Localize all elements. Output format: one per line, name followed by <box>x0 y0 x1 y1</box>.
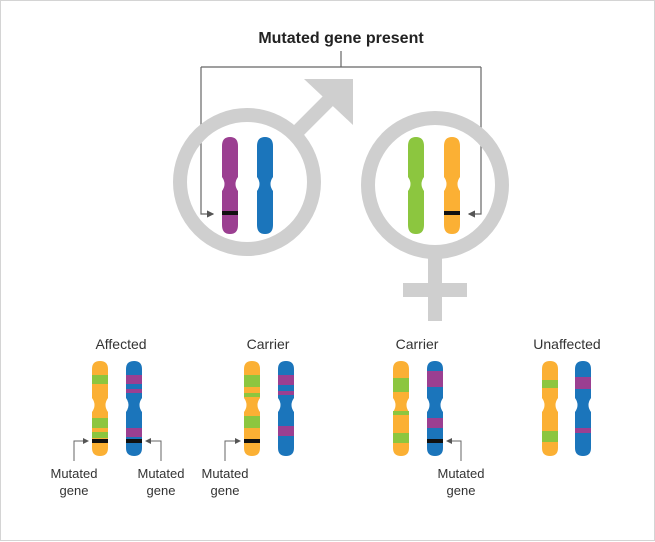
chromosome-blue <box>575 361 591 456</box>
svg-text:gene: gene <box>147 483 176 498</box>
male-symbol <box>173 79 353 256</box>
child-status-3: Carrier <box>396 336 439 352</box>
child-status-2: Carrier <box>247 336 290 352</box>
child-status-1: Affected <box>95 336 146 352</box>
mutation-band <box>444 211 460 215</box>
chromosome-orange <box>542 361 558 456</box>
mutation-band <box>92 439 108 443</box>
parent-bracket <box>200 51 482 218</box>
chromosome-blue <box>257 137 273 234</box>
female-symbol <box>361 111 509 321</box>
mutated-gene-label: Mutated gene <box>202 466 249 498</box>
chromosome-orange <box>393 361 409 456</box>
chromosome-green <box>408 137 424 234</box>
child-unaffected-chromosomes <box>542 361 591 456</box>
child-affected-chromosomes <box>92 361 142 456</box>
svg-text:Mutated: Mutated <box>51 466 98 481</box>
mutation-band <box>126 439 142 443</box>
male-chromosomes <box>222 137 273 234</box>
annotation-pointers <box>73 438 462 461</box>
svg-text:Mutated: Mutated <box>138 466 185 481</box>
child-status-4: Unaffected <box>533 336 600 352</box>
female-chromosomes <box>408 137 460 234</box>
mutated-gene-label: Mutated gene <box>51 466 98 498</box>
chromosome-blue <box>427 361 443 456</box>
chromosome-orange <box>244 361 260 456</box>
svg-text:Mutated: Mutated <box>438 466 485 481</box>
chromosome-orange <box>444 137 460 234</box>
chromosome-orange <box>92 361 108 456</box>
diagram-title: Mutated gene present <box>258 30 424 47</box>
chromosome-purple <box>222 137 238 234</box>
mutated-gene-label: Mutated gene <box>438 466 485 498</box>
chromosome-blue <box>278 361 294 456</box>
chromosome-blue <box>126 361 142 456</box>
mutation-band <box>427 439 443 443</box>
svg-text:gene: gene <box>447 483 476 498</box>
svg-text:gene: gene <box>60 483 89 498</box>
mutation-band <box>244 439 260 443</box>
mutated-gene-label: Mutated gene <box>138 466 185 498</box>
svg-text:Mutated: Mutated <box>202 466 249 481</box>
svg-text:gene: gene <box>211 483 240 498</box>
child-carrier-2-chromosomes <box>393 361 443 456</box>
child-carrier-1-chromosomes <box>244 361 294 456</box>
mutation-band <box>222 211 238 215</box>
